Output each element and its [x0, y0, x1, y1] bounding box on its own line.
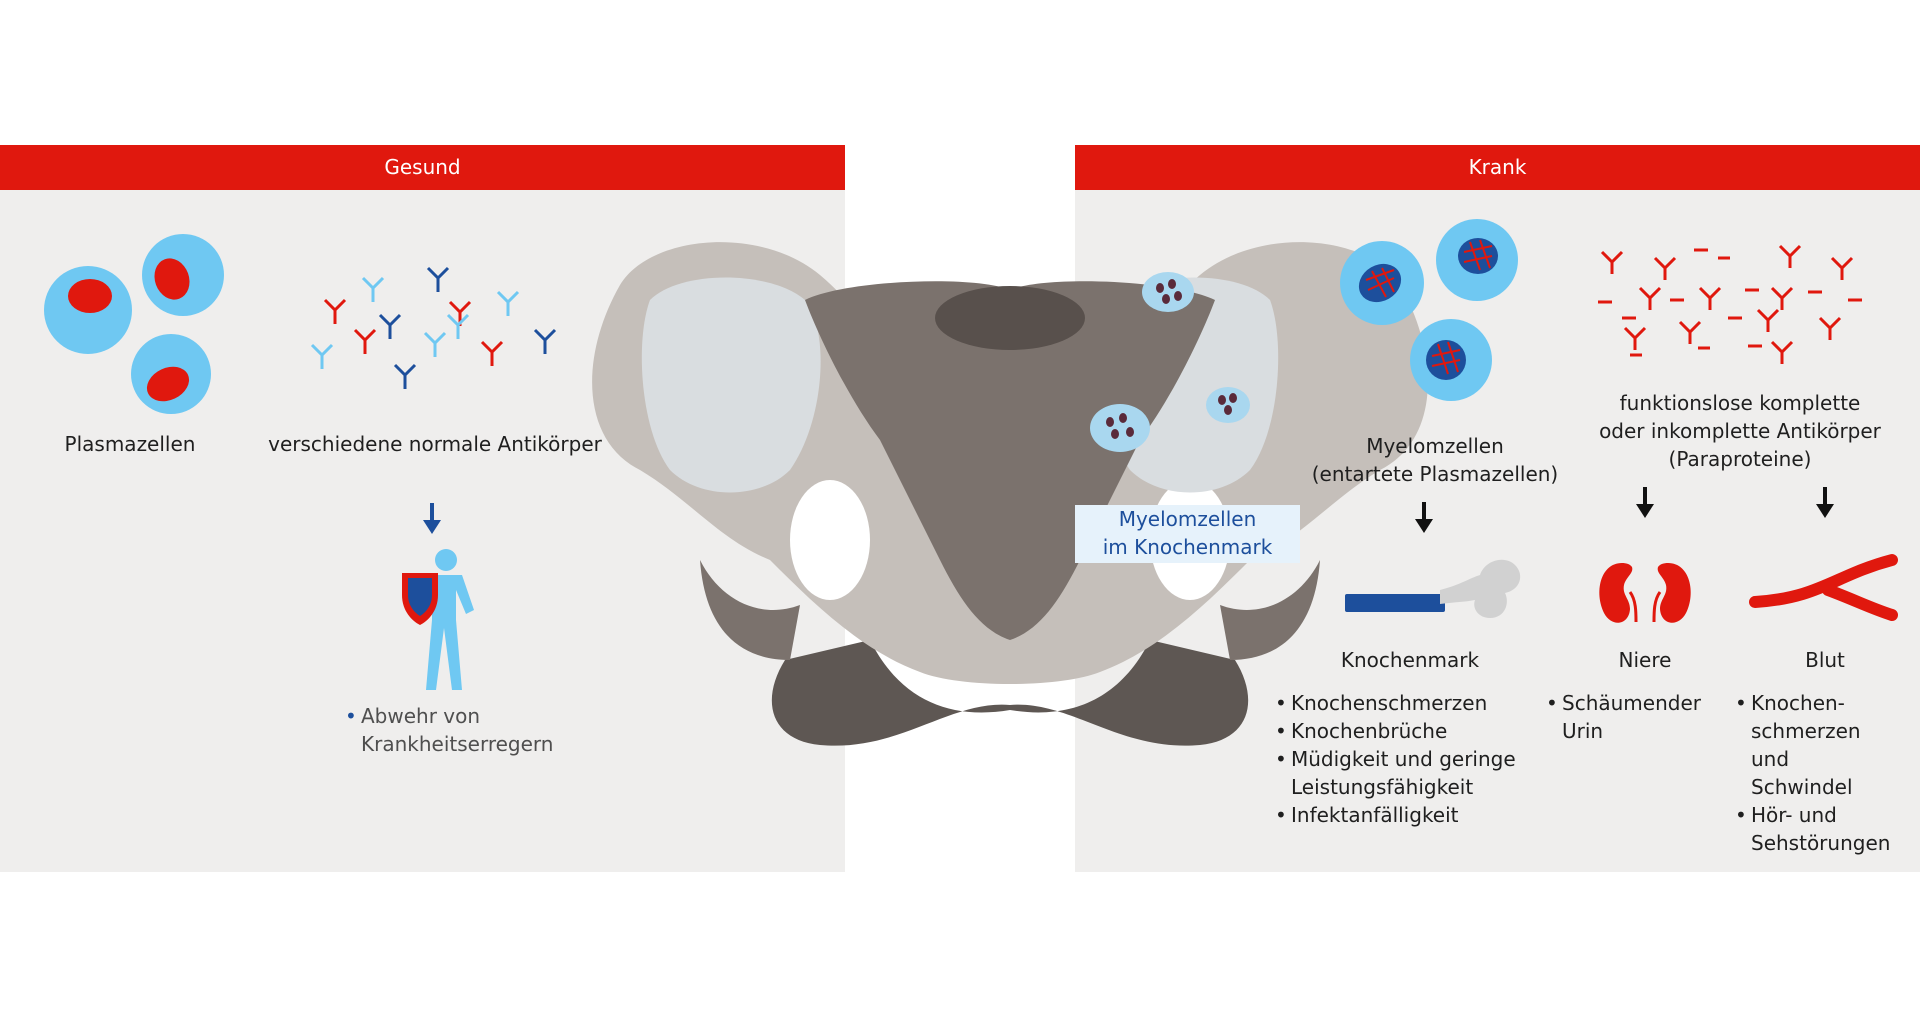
plasma-cells-label: Plasmazellen: [64, 432, 196, 456]
paraprotein-label-line-3: (Paraproteine): [1668, 447, 1812, 471]
callout-line-2: im Knochenmark: [1102, 535, 1273, 559]
callout-line-1: Myelomzellen: [1118, 507, 1257, 531]
blood-title: Blut: [1805, 648, 1845, 672]
bone-marrow-callout: Myelomzellen im Knochenmark: [1075, 505, 1300, 563]
bone-marrow-effects-list: Knochenschmerzen Knochenbrüche Müdigkeit…: [1275, 689, 1530, 829]
myeloma-label-line-1: Myelomzellen: [1366, 434, 1504, 458]
myeloma-cells-icon: [1340, 219, 1518, 401]
kidney-effect-item: Schäumender Urin: [1546, 689, 1706, 745]
kidney-effects-list: Schäumender Urin: [1546, 689, 1706, 745]
normal-antibodies-icon: [310, 266, 557, 389]
paraproteins-icon: [1598, 244, 1862, 364]
pelvis-icon: [592, 242, 1428, 746]
blood-effect-item: Knochen-schmerzen und Schwindel: [1735, 689, 1895, 801]
sick-header: Krank: [1075, 145, 1920, 190]
bone-marrow-effect-item: Knochenschmerzen: [1275, 689, 1530, 717]
kidney-title: Niere: [1618, 648, 1672, 672]
myeloma-cells-label: Myelomzellen (entartete Plasmazellen): [1300, 432, 1570, 488]
paraprotein-label-line-2: oder inkomplette Antikörper: [1599, 419, 1881, 443]
kidney-icon: [1599, 563, 1691, 623]
myeloma-cluster-icon: [1090, 272, 1250, 452]
blood-effect-item: Hör- und Sehstörungen: [1735, 801, 1895, 857]
blood-effects-list: Knochen-schmerzen und Schwindel Hör- und…: [1735, 689, 1895, 857]
bone-marrow-title: Knochenmark: [1340, 648, 1480, 672]
arrow-down-icon: [1636, 487, 1654, 518]
blood-vessel-icon: [1749, 554, 1898, 621]
bone-marrow-icon: [1345, 559, 1521, 618]
healthy-header: Gesund: [0, 145, 845, 190]
plasma-cells-icon: [44, 234, 224, 414]
normal-antibodies-label: verschiedene normale Antikörper: [268, 432, 602, 456]
myeloma-label-line-2: (entartete Plasmazellen): [1311, 462, 1559, 486]
arrow-down-icon: [423, 503, 441, 534]
arrow-down-icon: [1816, 487, 1834, 518]
bone-marrow-effect-item: Knochenbrüche: [1275, 717, 1530, 745]
healthy-effect-item: Abwehr von Krankheitserregern: [345, 702, 560, 758]
protected-person-icon: [402, 549, 474, 690]
healthy-effects-list: Abwehr von Krankheitserregern: [345, 702, 560, 758]
paraprotein-label-line-1: funktionslose komplette: [1619, 391, 1861, 415]
arrow-down-icon: [1415, 502, 1433, 533]
paraproteins-label: funktionslose komplette oder inkomplette…: [1580, 389, 1900, 473]
bone-marrow-effect-item: Müdigkeit und geringe Leistungsfähigkeit: [1275, 745, 1530, 801]
bone-marrow-effect-item: Infektanfälligkeit: [1275, 801, 1530, 829]
